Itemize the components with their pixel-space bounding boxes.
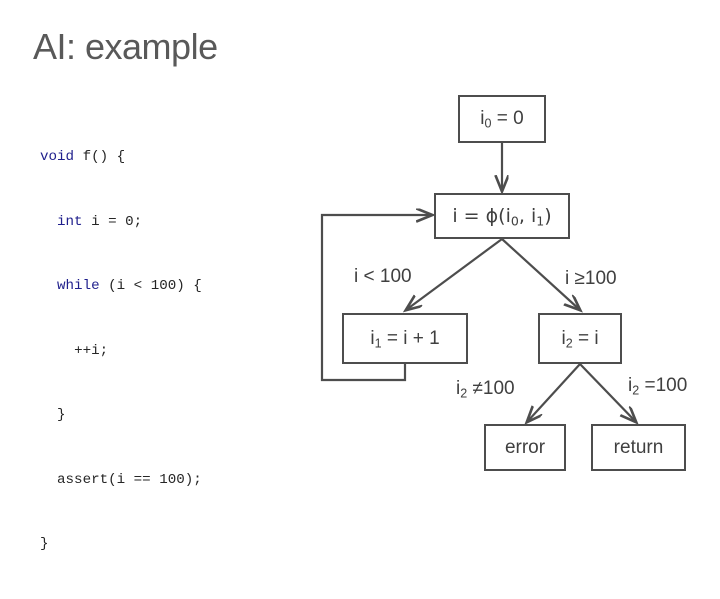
edge-phi-to-incr bbox=[406, 238, 503, 310]
code-keyword: void bbox=[40, 149, 75, 165]
node-increment[interactable]: i1 = i + 1 bbox=[342, 313, 468, 364]
slide-canvas: AI: example void f() { int i = 0; while … bbox=[33, 26, 688, 552]
code-line: assert(i == 100); bbox=[40, 470, 202, 492]
node-error[interactable]: error bbox=[484, 424, 566, 471]
code-listing: void f() { int i = 0; while (i < 100) { … bbox=[40, 104, 202, 599]
code-keyword: int bbox=[57, 213, 83, 230]
code-indent bbox=[40, 214, 57, 230]
code-text: ++i; bbox=[74, 342, 109, 359]
node-init[interactable]: i0 = 0 bbox=[458, 95, 546, 143]
node-phi[interactable]: i = ϕ(i0, i1) bbox=[434, 193, 570, 239]
code-text: f() { bbox=[74, 149, 126, 165]
edge-label-not-equal-100: i2 ≠100 bbox=[456, 378, 515, 401]
code-line: } bbox=[40, 534, 202, 556]
edge-label-equal-100: i2 =100 bbox=[628, 375, 688, 398]
node-exit-assign-label: i2 = i bbox=[561, 327, 599, 350]
code-text: } bbox=[57, 407, 66, 423]
code-text: (i < 100) { bbox=[99, 278, 202, 294]
page-title: AI: example bbox=[33, 26, 218, 67]
code-text: i = 0; bbox=[82, 213, 143, 230]
code-text: assert(i == 100); bbox=[57, 471, 202, 488]
code-line: ++i; bbox=[40, 341, 202, 363]
node-error-label: error bbox=[504, 436, 546, 458]
code-line: while (i < 100) { bbox=[40, 276, 202, 298]
code-keyword: while bbox=[57, 278, 100, 294]
code-line: void f() { bbox=[40, 147, 202, 169]
code-line: } bbox=[40, 405, 202, 427]
node-increment-label: i1 = i + 1 bbox=[370, 327, 440, 350]
code-indent bbox=[40, 407, 57, 423]
edge-label-greater-equal-100: i ≥100 bbox=[565, 268, 617, 289]
node-phi-label: i = ϕ(i0, i1) bbox=[452, 205, 552, 229]
code-indent bbox=[40, 343, 74, 359]
code-text: } bbox=[40, 536, 49, 552]
node-return-label: return bbox=[613, 436, 664, 458]
code-line: int i = 0; bbox=[40, 212, 202, 234]
node-return[interactable]: return bbox=[591, 424, 686, 471]
node-exit-assign[interactable]: i2 = i bbox=[538, 313, 622, 364]
node-init-label: i0 = 0 bbox=[480, 108, 524, 131]
edge-label-less-than-100: i < 100 bbox=[354, 266, 412, 287]
code-indent bbox=[40, 472, 57, 488]
edge-exit-to-error bbox=[527, 363, 581, 422]
code-indent bbox=[40, 278, 57, 294]
